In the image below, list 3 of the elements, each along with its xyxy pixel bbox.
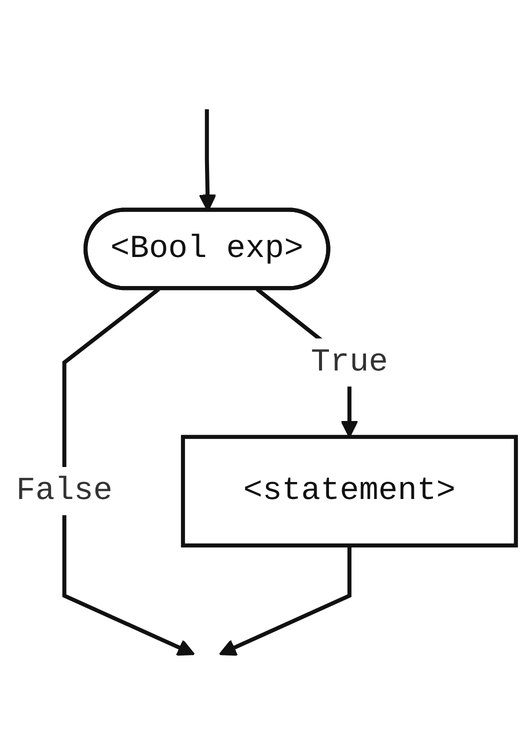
process-box: <statement> bbox=[180, 435, 518, 548]
arrow bbox=[218, 546, 352, 656]
condition-node: <Bool exp> bbox=[84, 208, 330, 291]
